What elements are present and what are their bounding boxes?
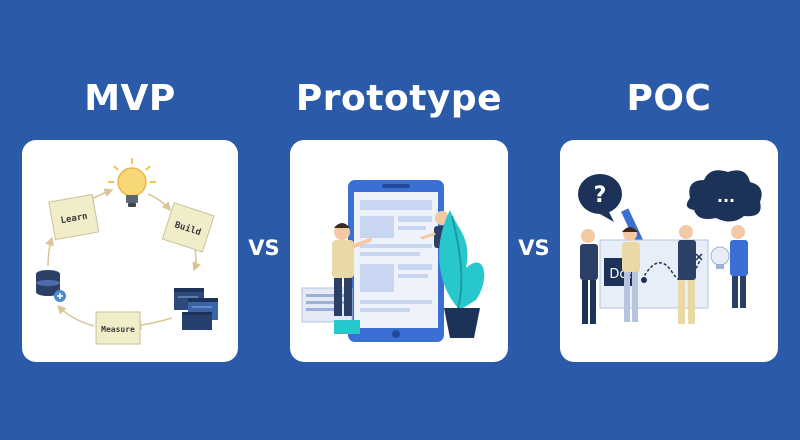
thought-cloud: ... <box>686 170 762 222</box>
question-bubble: ? <box>578 174 622 222</box>
vs-label-2: VS <box>518 236 550 260</box>
measure-note: Measure <box>95 311 141 345</box>
phone-icon <box>348 180 444 342</box>
mvp-title: MVP <box>84 78 176 119</box>
lightbulb-icon <box>108 158 156 207</box>
plant-icon <box>439 210 485 338</box>
vs-label-1: VS <box>248 236 280 260</box>
mvp-card: Learn Build Measure <box>22 140 238 362</box>
poc-title: POC <box>626 78 712 119</box>
poc-card: ? ... Do! <box>560 140 778 362</box>
person-designer <box>332 223 372 334</box>
learn-note: Learn <box>48 193 100 241</box>
team-people <box>580 225 748 324</box>
wireframe-panel <box>301 287 353 323</box>
learn-label: Learn <box>60 212 88 227</box>
prototype-title: Prototype <box>295 78 503 119</box>
lightbulb-icon <box>710 246 730 269</box>
prototype-illustration <box>301 180 485 342</box>
build-note: Build <box>161 202 215 253</box>
svg-text:...: ... <box>717 187 735 206</box>
database-icon <box>36 270 66 302</box>
poc-illustration: ? ... Do! <box>578 170 762 324</box>
browser-windows-icon <box>174 288 218 330</box>
mvp-cycle-illustration: Learn Build Measure <box>36 158 218 345</box>
prototype-card <box>290 140 508 362</box>
measure-label: Measure <box>101 325 135 334</box>
svg-text:?: ? <box>594 183 607 208</box>
